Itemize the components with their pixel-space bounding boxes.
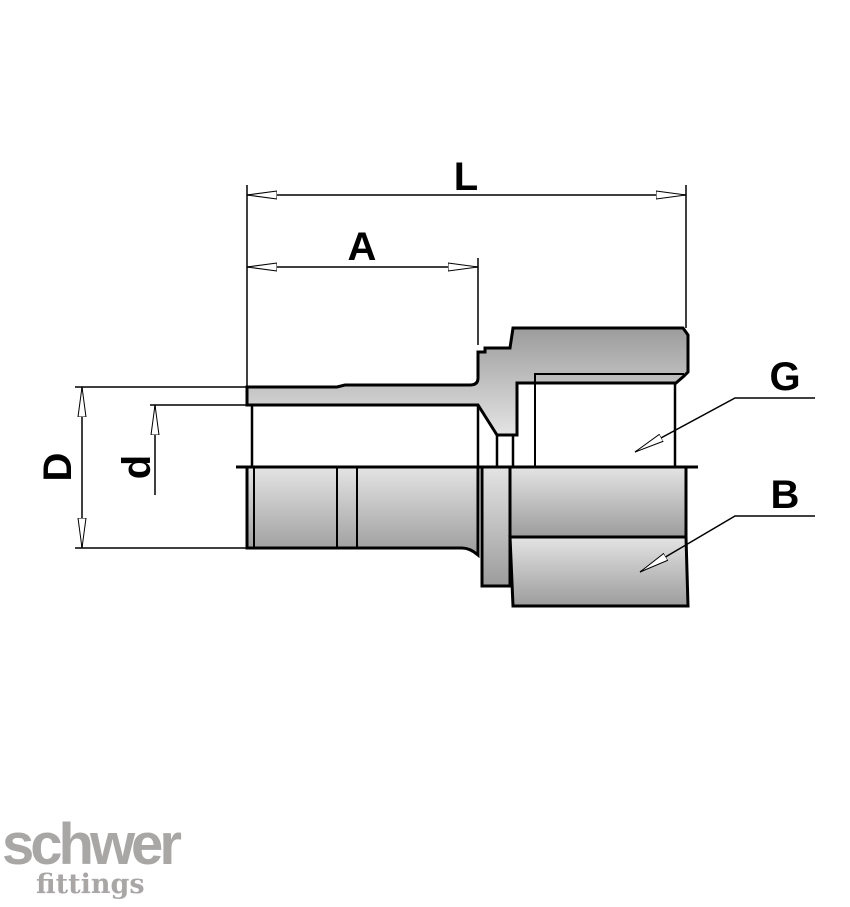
logo-sub: fittings: [36, 869, 145, 900]
collar: [480, 465, 512, 588]
fitting-body: [245, 326, 690, 608]
thread-line: [534, 373, 684, 467]
label-d: d: [115, 455, 159, 479]
label-L: L: [454, 155, 478, 199]
leader-B: [639, 515, 815, 573]
logo-brand: schwer: [2, 812, 181, 877]
extension-lines: [75, 185, 687, 549]
bore-wall: [250, 383, 677, 467]
leader-G: [634, 397, 815, 453]
upper-section: [245, 326, 690, 437]
groove-lines: [253, 467, 358, 549]
dimensions: [75, 185, 815, 573]
label-A: A: [348, 225, 377, 269]
label-G: G: [769, 355, 800, 399]
label-B: B: [771, 473, 800, 517]
label-D: D: [36, 453, 80, 482]
nut-hex-lower: [508, 535, 690, 608]
nut-hex-upper: [508, 465, 688, 539]
tube-exterior: [245, 465, 480, 559]
